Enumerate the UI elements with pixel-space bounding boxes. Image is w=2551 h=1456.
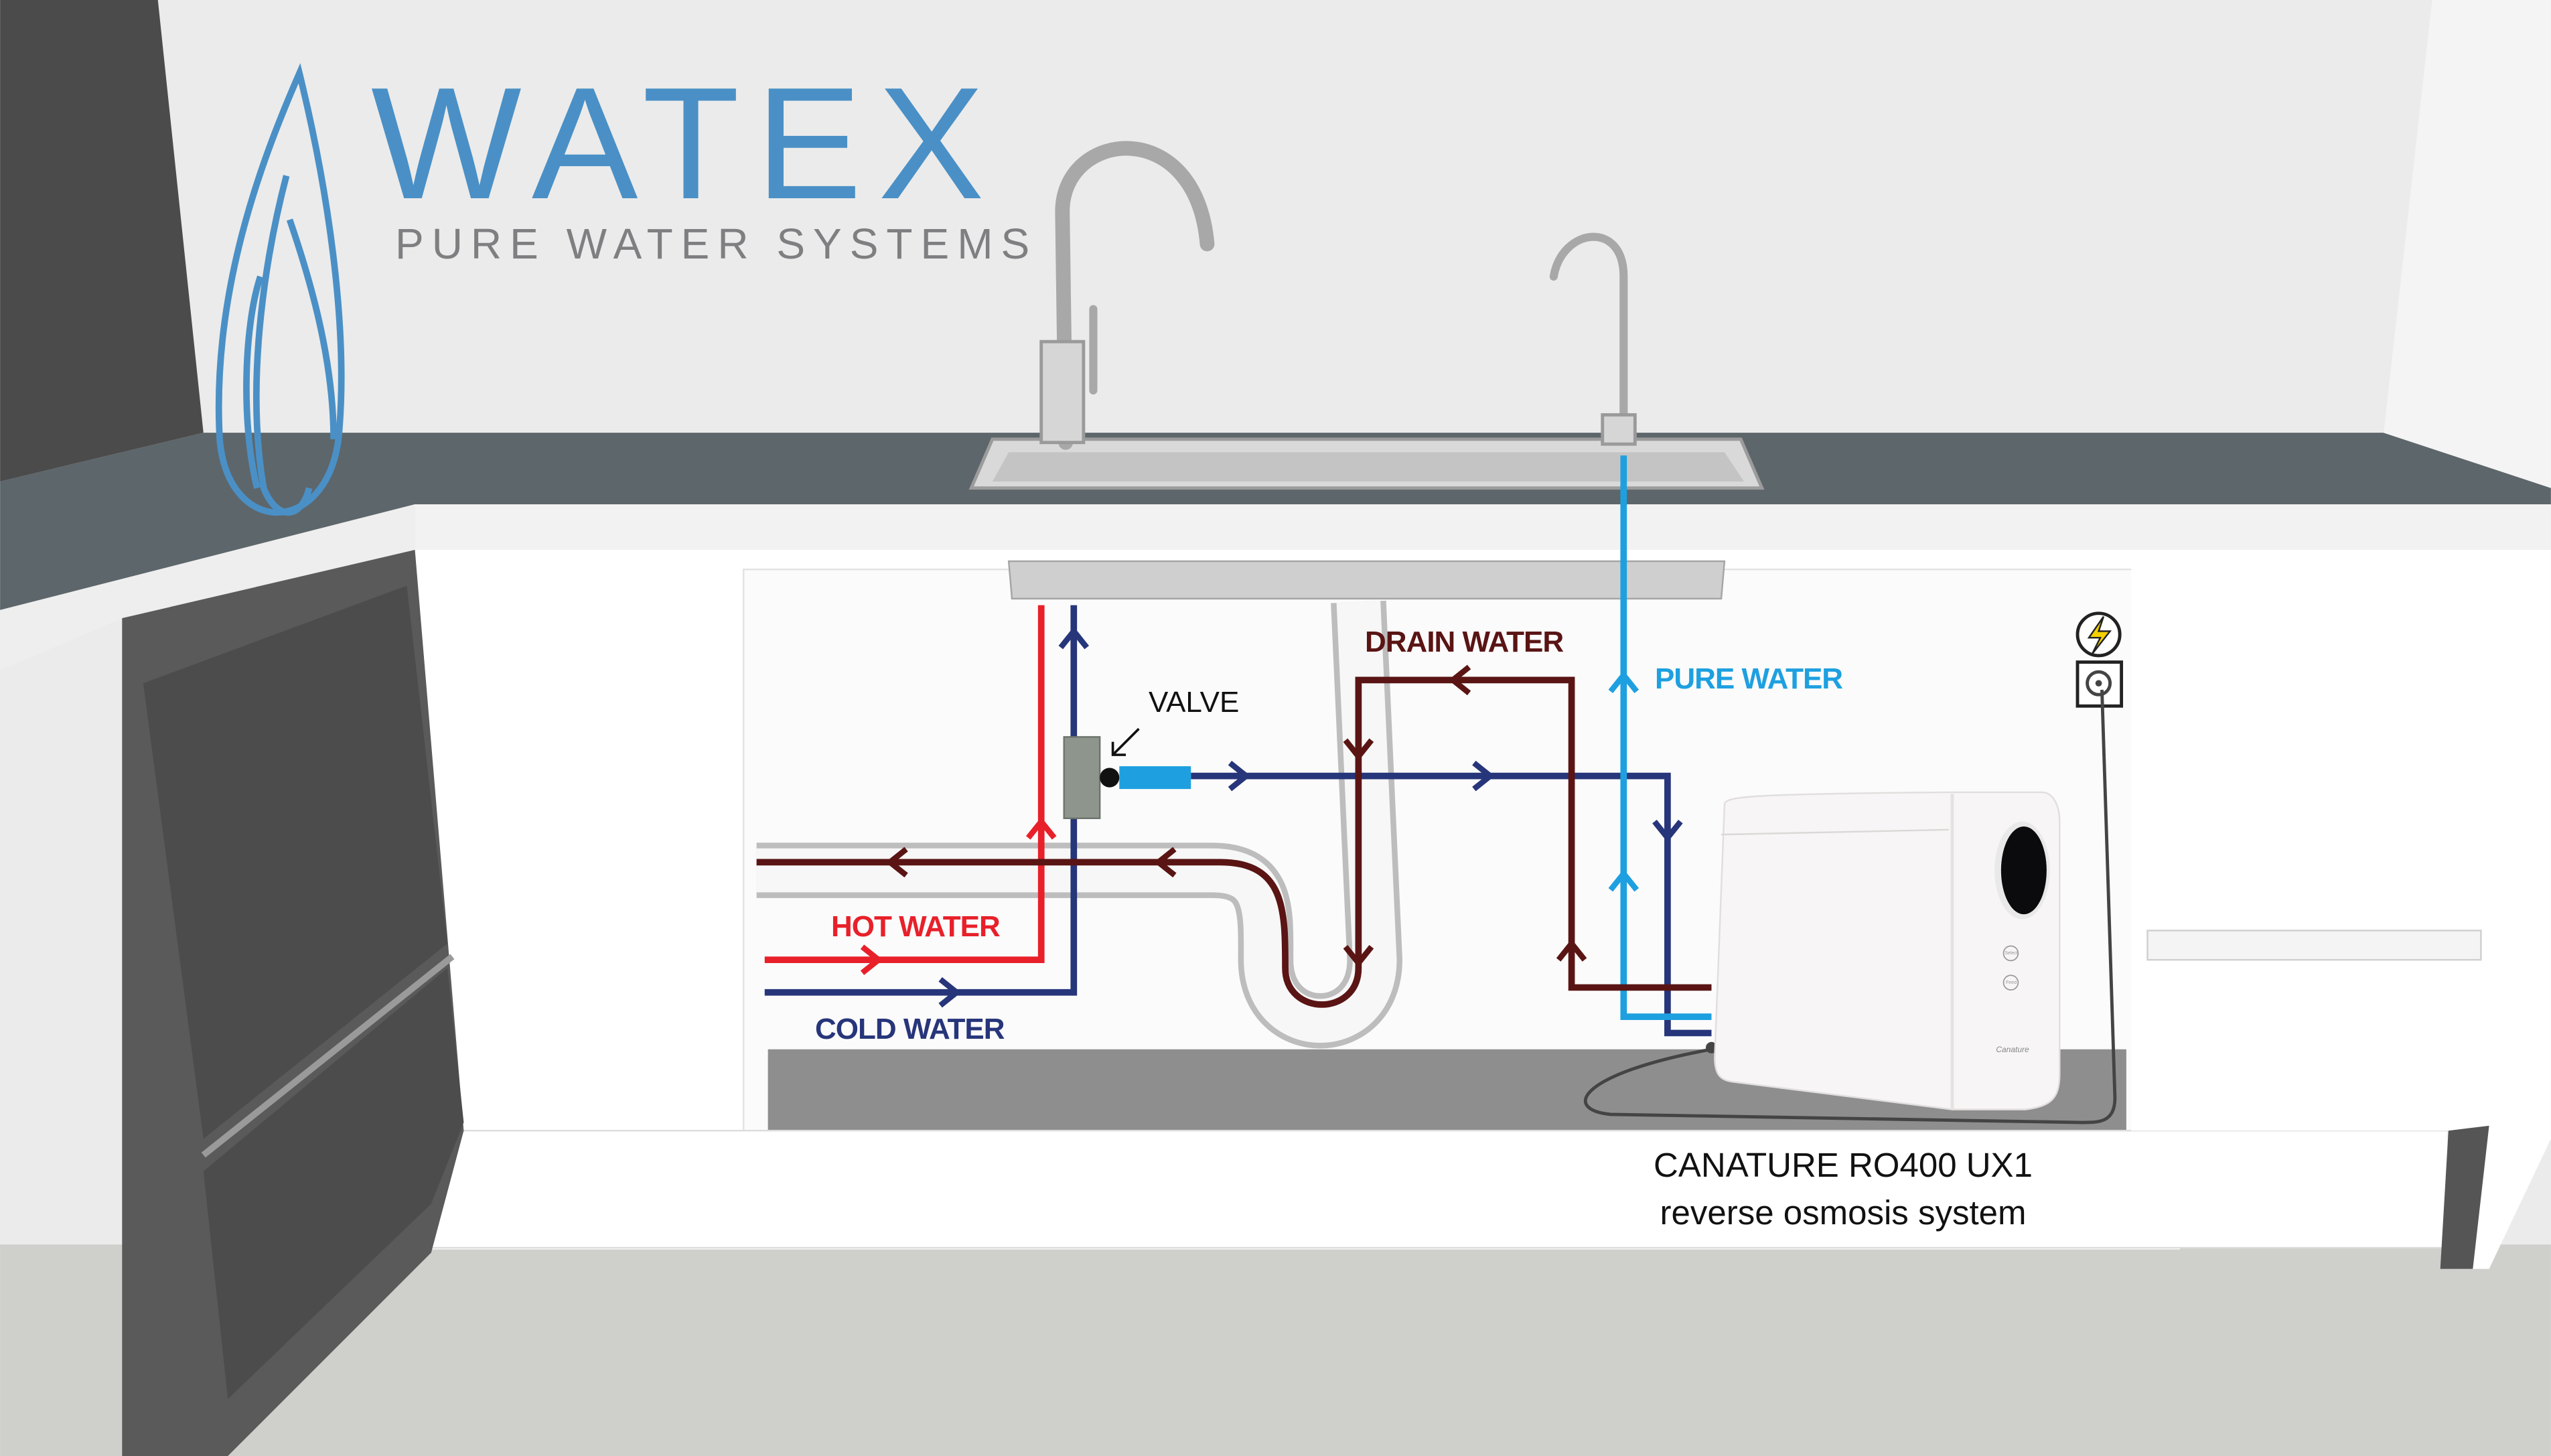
arrow-down-icon	[1343, 738, 1374, 761]
right-cabinet-side	[2440, 1125, 2489, 1269]
drain-water-label: DRAIN WATER	[1365, 626, 1564, 658]
arrow-up-icon	[1608, 670, 1639, 694]
arrow-right-icon	[1228, 760, 1251, 792]
feed-button-label: Feed	[2006, 980, 2017, 985]
kitchen-faucet	[1039, 141, 1215, 450]
product-name: CANATURE RO400 UX1	[1654, 1146, 2033, 1184]
flow-arrows	[860, 626, 1683, 1008]
cold-water-line	[764, 605, 1078, 996]
power-cord	[1583, 689, 2117, 1124]
drain-pipe	[756, 600, 1402, 1049]
feed-button[interactable]	[2002, 974, 2019, 991]
select-button-label: Select	[2005, 951, 2018, 956]
valve-label: VALVE	[1149, 686, 1240, 719]
right-wall	[2383, 0, 2551, 488]
countertop	[0, 433, 2551, 610]
valve[interactable]	[1063, 736, 1191, 820]
arrow-up-icon	[1058, 626, 1090, 650]
cold-feed-line	[1191, 772, 1712, 1037]
lightning-icon	[2075, 611, 2122, 658]
logo-tagline: PURE WATER SYSTEMS	[395, 220, 1038, 268]
right-cabinet	[2131, 550, 2551, 1269]
valve-pointer-arrow	[1112, 727, 1140, 756]
arrow-right-icon	[938, 976, 962, 1008]
arrow-down-icon	[1343, 945, 1374, 968]
arrow-left-icon	[1448, 664, 1471, 696]
left-drawer-2	[203, 968, 464, 1399]
display-screen	[2000, 826, 2047, 915]
countertop-edge	[415, 504, 2551, 551]
left-drawer-1	[143, 585, 448, 1139]
power-outlet-icon[interactable]	[2075, 660, 2124, 708]
hot-water-line	[764, 605, 1045, 963]
pure-water-line	[1620, 455, 1712, 1021]
arrow-left-icon	[885, 847, 908, 878]
left-cabinet-upper	[0, 0, 204, 482]
right-drawer-handle	[2146, 930, 2482, 961]
arrow-left-icon	[1153, 847, 1177, 878]
arrow-right-icon	[1472, 760, 1495, 792]
water-drop-logo-icon	[215, 63, 345, 516]
arrow-up-icon	[1556, 939, 1587, 962]
arrow-icon	[1111, 741, 1126, 756]
cabinet-plinth	[430, 1129, 2450, 1249]
arrow-down-icon	[1652, 820, 1683, 843]
arrow-up-icon	[1608, 869, 1639, 892]
drain-water-line	[756, 676, 1712, 1008]
drawer-gap	[201, 954, 455, 1158]
pure-water-label: PURE WATER	[1655, 662, 1843, 695]
arrow-up-icon	[1025, 816, 1057, 840]
select-button[interactable]	[2002, 945, 2019, 962]
logo-brand: WATEX	[371, 55, 1001, 232]
ro-unit[interactable]	[1714, 791, 2061, 1110]
pure-water-faucet	[1549, 232, 1637, 446]
hot-water-label: HOT WATER	[831, 910, 1001, 943]
floor	[0, 1244, 2551, 1456]
kitchen-sink	[968, 437, 1765, 600]
countertop-edge-left	[0, 504, 415, 670]
product-description: reverse osmosis system	[1660, 1193, 2027, 1232]
arrow-right-icon	[860, 944, 883, 975]
brand-mark: Canature	[1996, 1045, 2029, 1054]
cold-water-label: COLD WATER	[815, 1013, 1005, 1045]
